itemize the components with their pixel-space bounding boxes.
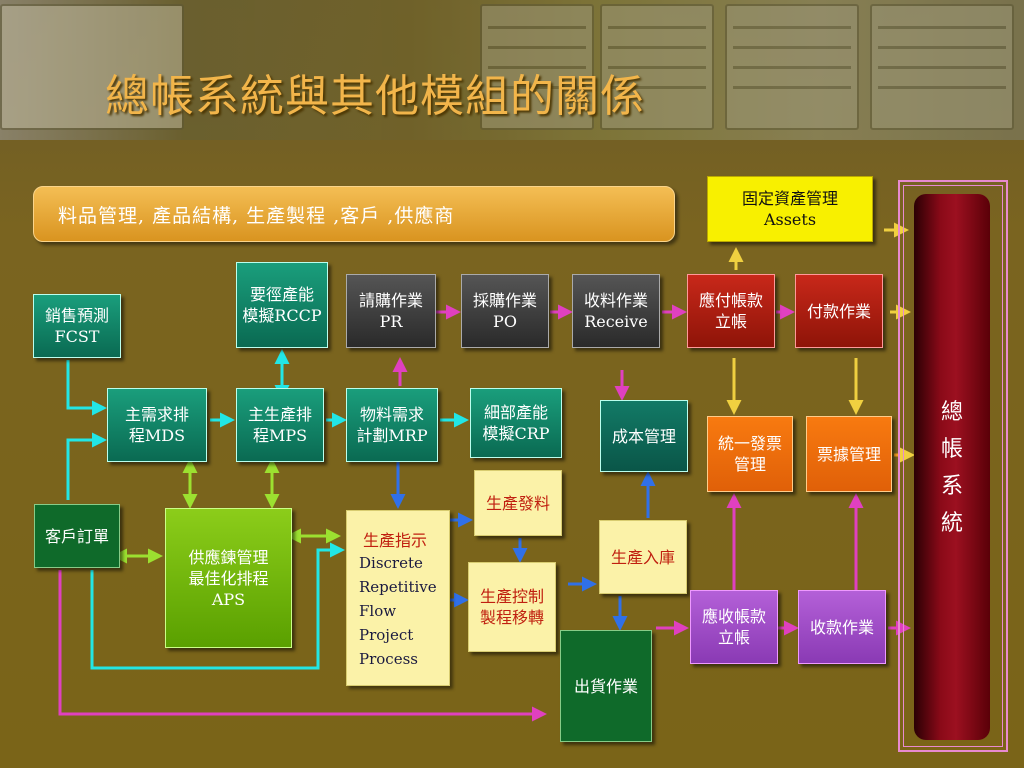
node-rccp[interactable]: 要徑產能 模擬RCCP: [236, 262, 328, 348]
node-collection[interactable]: 收款作業: [798, 590, 886, 664]
node-aps-label: 供應鍊管理: [188, 547, 269, 567]
monitor-panel: [870, 4, 1014, 130]
node-mds-label: 主需求排: [124, 405, 189, 424]
node-storage-label: 生產入庫: [610, 547, 675, 567]
node-mrp-sublabel: 計劃MRP: [356, 426, 428, 445]
node-receive-sublabel: Receive: [584, 312, 648, 331]
node-mds-sublabel: 程MDS: [128, 426, 186, 445]
node-mds[interactable]: 主需求排 程MDS: [107, 388, 207, 462]
master-data-banner: 料品管理, 產品結構, 生產製程 ,客戶 ,供應商: [33, 186, 675, 242]
production-type: Discrete: [359, 554, 423, 572]
node-issue[interactable]: 生產發料: [474, 470, 562, 536]
node-issue-label: 生產發料: [485, 493, 550, 513]
gl-frame-inner: [903, 185, 1003, 747]
node-collection-label: 收款作業: [809, 617, 874, 637]
node-crp-sublabel: 模擬CRP: [482, 424, 550, 443]
node-invoice-sublabel: 管理: [733, 455, 766, 474]
node-receive-label: 收料作業: [583, 291, 648, 310]
monitor-panel: [725, 4, 859, 130]
gl-char: 系: [940, 474, 963, 499]
production-type: Project: [359, 626, 414, 644]
production-type: Flow: [359, 602, 397, 620]
node-fcst[interactable]: 銷售預測 FCST: [33, 294, 121, 358]
node-po-label: 採購作業: [472, 291, 537, 310]
node-mps[interactable]: 主生產排 程MPS: [236, 388, 324, 462]
production-type: Repetitive: [359, 578, 437, 596]
node-mrp-label: 物料需求: [359, 405, 424, 424]
node-mrp[interactable]: 物料需求 計劃MRP: [346, 388, 438, 462]
gl-char: 帳: [940, 437, 963, 462]
node-mps-label: 主生產排: [247, 405, 312, 424]
node-assets[interactable]: 固定資產管理 Assets: [707, 176, 873, 242]
gl-char: 統: [940, 511, 963, 536]
page-title: 總帳系統與其他模組的關係: [105, 71, 645, 122]
node-control[interactable]: 生產控制 製程移轉: [468, 562, 556, 652]
node-rccp-label: 要徑產能: [249, 285, 314, 304]
node-general-ledger[interactable]: 總 帳 系 統: [914, 194, 990, 740]
arrow-fcst-mds: [66, 360, 107, 416]
node-po-sublabel: PO: [493, 312, 517, 331]
node-ap[interactable]: 應付帳款 立帳: [687, 274, 775, 348]
background-photo: [0, 0, 1024, 140]
node-invoice-label: 統一發票: [717, 434, 782, 453]
node-ar-sublabel: 立帳: [717, 628, 750, 647]
node-customer-order-label: 客戶訂單: [44, 526, 109, 546]
node-crp[interactable]: 細部產能 模擬CRP: [470, 388, 562, 458]
node-customer-order[interactable]: 客戶訂單: [34, 504, 120, 568]
node-fcst-label: 銷售預測: [44, 306, 109, 325]
node-pr-sublabel: PR: [379, 312, 403, 331]
node-cost[interactable]: 成本管理: [600, 400, 688, 472]
gl-frame: [898, 180, 1008, 752]
node-po[interactable]: 採購作業 PO: [461, 274, 549, 348]
node-receive[interactable]: 收料作業 Receive: [572, 274, 660, 348]
node-ar-label: 應收帳款: [701, 607, 766, 626]
node-invoice[interactable]: 統一發票 管理: [707, 416, 793, 492]
monitor-panel: [600, 4, 714, 130]
production-type: Process: [359, 650, 418, 668]
node-rccp-sublabel: 模擬RCCP: [242, 306, 322, 325]
node-pr[interactable]: 請購作業 PR: [346, 274, 436, 348]
node-cost-label: 成本管理: [611, 426, 676, 446]
monitor-panel: [480, 4, 594, 130]
node-ar[interactable]: 應收帳款 立帳: [690, 590, 778, 664]
node-ap-sublabel: 立帳: [714, 312, 747, 331]
arrow-order-production: [90, 542, 345, 670]
node-assets-sublabel: Assets: [763, 210, 817, 229]
node-payment[interactable]: 付款作業: [795, 274, 883, 348]
node-mps-sublabel: 程MPS: [252, 426, 308, 445]
node-shipping[interactable]: 出貨作業: [560, 630, 652, 742]
node-voucher[interactable]: 票據管理: [806, 416, 892, 492]
gl-char: 總: [940, 400, 963, 425]
node-aps-code: APS: [211, 589, 246, 609]
node-control-sublabel: 製程移轉: [479, 608, 544, 627]
node-aps[interactable]: 供應鍊管理 最佳化排程 APS: [165, 508, 292, 648]
node-storage[interactable]: 生產入庫: [599, 520, 687, 594]
node-assets-label: 固定資產管理: [741, 189, 838, 208]
node-voucher-label: 票據管理: [816, 444, 881, 464]
node-shipping-label: 出貨作業: [573, 676, 638, 696]
production-heading: 生產指示: [363, 531, 428, 550]
node-aps-sublabel: 最佳化排程: [188, 568, 269, 588]
node-fcst-sublabel: FCST: [54, 327, 100, 346]
node-production-instruction[interactable]: 生產指示 Discrete Repetitive Flow Project Pr…: [346, 510, 450, 686]
node-ap-label: 應付帳款: [698, 291, 763, 310]
arrow-order-mds: [66, 432, 107, 500]
node-crp-label: 細部產能: [483, 403, 548, 422]
node-pr-label: 請購作業: [358, 291, 423, 310]
node-control-label: 生產控制: [479, 587, 544, 606]
calculator-image: [0, 4, 184, 130]
arrow-order-shipping: [58, 570, 547, 722]
node-payment-label: 付款作業: [806, 301, 871, 321]
